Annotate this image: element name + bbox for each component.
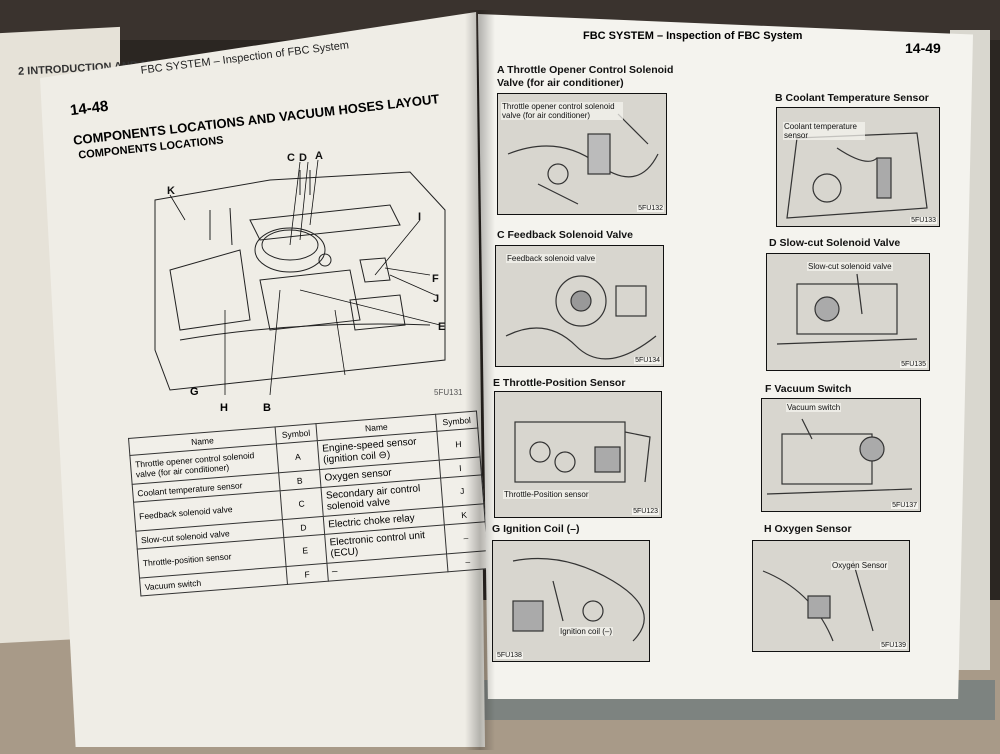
panel-a-callout: Throttle opener control solenoid valve (… (501, 102, 623, 120)
diagram-label-c: C (287, 152, 295, 164)
panel-a-photo: Throttle opener control solenoid valve (… (497, 93, 667, 215)
diagram-label-g: G (190, 386, 199, 398)
panel-f-figure-id: 5FU137 (891, 502, 918, 509)
engine-bay-diagram: C D A K I F J E (150, 150, 455, 396)
panel-f-callout: Vacuum switch (786, 403, 842, 412)
panel-a-title: A Throttle Opener Control Solenoid Valve… (497, 64, 674, 89)
panel-h-title: H Oxygen Sensor (764, 523, 852, 535)
table-cell: E (283, 534, 327, 567)
panel-h-figure-id: 5FU139 (880, 642, 907, 649)
panel-d-title: D Slow-cut Solenoid Valve (769, 237, 901, 249)
diagram-label-i: I (418, 211, 421, 223)
panel-b-figure-id: 5FU133 (910, 217, 937, 224)
panel-e-figure-id: 5FU123 (632, 508, 659, 515)
diagram-label-k: K (167, 185, 175, 197)
panel-b-callout: Coolant temperature sensor (783, 122, 865, 140)
diagram-label-b: B (263, 402, 271, 414)
panel-d-callout: Slow-cut solenoid valve (807, 262, 893, 271)
panel-g-callout: Ignition coil (–) (559, 627, 614, 636)
panel-f-title: F Vacuum Switch (765, 383, 852, 395)
diagram-label-j: J (433, 293, 439, 305)
right-page-number: 14-49 (905, 40, 941, 56)
table-cell: A (276, 440, 320, 473)
left-figure-id: 5FU131 (434, 388, 463, 397)
panel-h-callout: Oxygen Sensor (831, 561, 889, 570)
diagram-label-d: D (299, 152, 307, 164)
diagram-label-f: F (432, 273, 439, 285)
panel-g-figure-id: 5FU138 (496, 652, 523, 659)
panel-g-title: G Ignition Coil (–) (492, 523, 580, 535)
panel-f-photo: Vacuum switch 5FU137 (761, 398, 921, 512)
panel-a-figure-id: 5FU132 (637, 205, 664, 212)
panel-b-title: B Coolant Temperature Sensor (775, 92, 929, 104)
right-page-header: FBC SYSTEM – Inspection of FBC System (583, 30, 803, 42)
panel-e-photo: Throttle-Position sensor 5FU123 (494, 391, 662, 518)
panel-d-figure-id: 5FU135 (900, 361, 927, 368)
diagram-label-e: E (438, 321, 445, 333)
panel-c-figure-id: 5FU134 (634, 357, 661, 364)
table-cell: F (285, 563, 329, 585)
diagram-label-h: H (220, 402, 228, 414)
panel-e-callout: Throttle-Position sensor (503, 490, 590, 499)
panel-b-photo: Coolant temperature sensor 5FU133 (776, 107, 940, 227)
panel-c-title: C Feedback Solenoid Valve (497, 229, 633, 241)
book-gutter (465, 10, 495, 750)
panel-h-photo: Oxygen Sensor 5FU139 (752, 540, 910, 652)
panel-g-photo: Ignition coil (–) 5FU138 (492, 540, 650, 662)
panel-d-photo: Slow-cut solenoid valve 5FU135 (766, 253, 930, 371)
diagram-label-a: A (315, 150, 323, 162)
table-cell: C (279, 487, 324, 520)
panel-c-photo: Feedback solenoid valve 5FU134 (495, 245, 664, 367)
components-table: Name Symbol Name Symbol Throttle opener … (128, 410, 490, 597)
panel-c-callout: Feedback solenoid valve (506, 254, 597, 263)
panel-e-title: E Throttle-Position Sensor (493, 377, 626, 389)
